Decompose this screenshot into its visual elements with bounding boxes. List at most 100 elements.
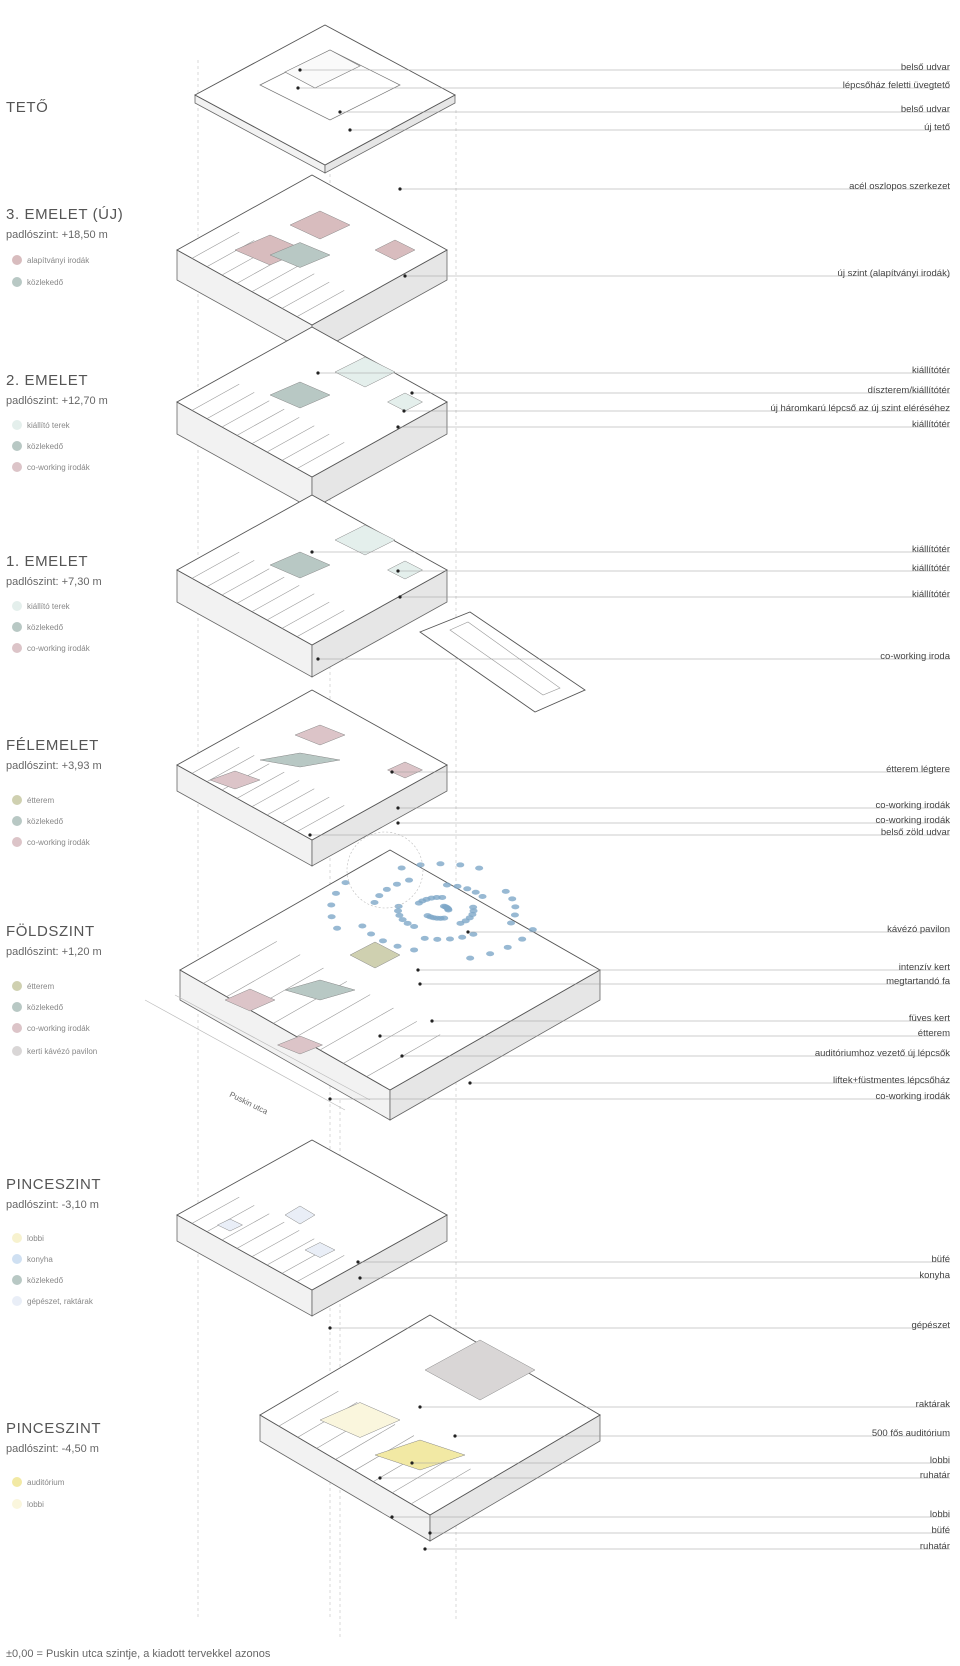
ground-floor-wall-line (226, 954, 301, 997)
ground-floor-room-fill (224, 988, 276, 1012)
garden-plant (341, 880, 350, 886)
callout-label: étterem légtere (886, 764, 950, 775)
mezzanine-wall-line (251, 780, 300, 807)
callout-anchor-dot (328, 1326, 332, 1330)
callout-anchor-dot (466, 930, 470, 934)
garden-plant (410, 947, 419, 953)
legend-swatch (12, 1023, 22, 1033)
basement-2-room-fill (319, 1402, 401, 1438)
legend-label: közlekedő (27, 1275, 64, 1285)
callout-anchor-dot (298, 68, 302, 72)
legend-item: lobbi (12, 1232, 44, 1244)
garden-plant (453, 883, 462, 889)
mezzanine-wall-line (266, 788, 315, 816)
legend-item: co-working irodák (12, 642, 90, 654)
first-floor-wall-line (221, 568, 270, 596)
retained-tree-crown (346, 831, 424, 909)
mezzanine-wall-line (281, 796, 330, 824)
legend-swatch (12, 1233, 22, 1243)
callout-label: konyha (919, 1270, 950, 1281)
callout-anchor-dot (338, 110, 342, 114)
garden-plant (471, 889, 480, 895)
level-title-basement-1: PINCESZINT (6, 1176, 102, 1193)
ground-floor-wall-line (203, 941, 277, 984)
first-floor-wall-line (236, 576, 285, 604)
callout-label: kiállítótér (911, 589, 950, 600)
callout-label: raktárak (915, 1399, 950, 1410)
garden-plant (414, 900, 423, 906)
callout-label: co-working irodák (875, 800, 950, 811)
legend-label: co-working irodák (27, 1023, 90, 1033)
callout-label: belső udvar (900, 62, 950, 73)
street-edge-line (144, 999, 346, 1111)
legend-swatch (12, 1499, 22, 1509)
second-floor-wall-line (221, 400, 270, 428)
callout-anchor-dot (416, 968, 420, 972)
third-floor-wall-line (206, 240, 255, 267)
level-subtitle-mezzanine: padlószint: +3,93 m (6, 760, 102, 772)
callout-anchor-dot (428, 1531, 432, 1535)
legend-swatch (12, 601, 22, 611)
garden-plant (528, 927, 537, 933)
legend-item: közlekedő (12, 440, 63, 452)
legend-label: alapítványi irodák (27, 255, 90, 265)
callout-anchor-dot (398, 187, 402, 191)
level-title-mezzanine: FÉLEMELET (6, 737, 99, 754)
ground-floor-room-fill (284, 979, 356, 1001)
callout-label: co-working irodák (875, 815, 950, 826)
legend-swatch (12, 1254, 22, 1264)
third-floor-room-fill (374, 239, 416, 261)
second-floor-wall-line (266, 425, 315, 453)
third-floor-wall-line (191, 231, 240, 259)
garden-plant (478, 893, 487, 899)
garden-plant (397, 865, 406, 871)
callout-label: co-working iroda (880, 651, 950, 662)
legend-swatch (12, 981, 22, 991)
garden-plant (445, 936, 454, 942)
basement-1-wall-line (266, 1238, 315, 1266)
garden-plant (358, 923, 367, 929)
ground-floor-wall-line (343, 1021, 417, 1064)
callout-anchor-dot (328, 1097, 332, 1101)
level-subtitle-second-floor: padlószint: +12,70 m (6, 395, 108, 407)
callout-anchor-dot (378, 1034, 382, 1038)
callout-label: ruhatár (919, 1470, 950, 1481)
mezzanine-room-fill (294, 724, 346, 746)
legend-item: étterem (12, 980, 54, 992)
street-edge-line (174, 994, 371, 1101)
callout-anchor-dot (390, 1515, 394, 1519)
callout-label: acél oszlopos szerkezet (849, 181, 950, 192)
legend-swatch (12, 795, 22, 805)
level-title-roof: TETŐ (6, 99, 49, 116)
third-floor-wall-line (281, 281, 330, 309)
legend-swatch (12, 462, 22, 472)
legend-swatch (12, 837, 22, 847)
callout-anchor-dot (423, 1547, 427, 1551)
legend-label: lobbi (27, 1499, 44, 1509)
legend-label: co-working irodák (27, 837, 90, 847)
legend-swatch (12, 643, 22, 653)
callout-anchor-dot (310, 550, 314, 554)
callout-anchor-dot (396, 821, 400, 825)
legend-item: közlekedő (12, 1001, 63, 1013)
terrace-slab (419, 611, 586, 713)
legend-swatch (12, 816, 22, 826)
legend-label: közlekedő (27, 441, 64, 451)
callout-anchor-dot (378, 1476, 382, 1480)
callout-label: auditóriumhoz vezető új lépcsők (814, 1048, 950, 1059)
legend-swatch (12, 1275, 22, 1285)
legend-label: étterem (27, 981, 55, 991)
legend-label: közlekedő (27, 1002, 64, 1012)
legend-swatch (12, 441, 22, 451)
garden-plant (403, 920, 412, 926)
legend-swatch (12, 420, 22, 430)
callout-label: kiállítótér (911, 544, 950, 555)
legend-item: konyha (12, 1253, 53, 1265)
callout-label: co-working irodák (875, 1091, 950, 1102)
callout-label: büfé (931, 1254, 951, 1265)
third-floor-wall-line (266, 273, 315, 301)
callout-anchor-dot (396, 425, 400, 429)
ground-floor-room-fill (349, 941, 401, 969)
first-floor-room-fill (334, 524, 396, 556)
